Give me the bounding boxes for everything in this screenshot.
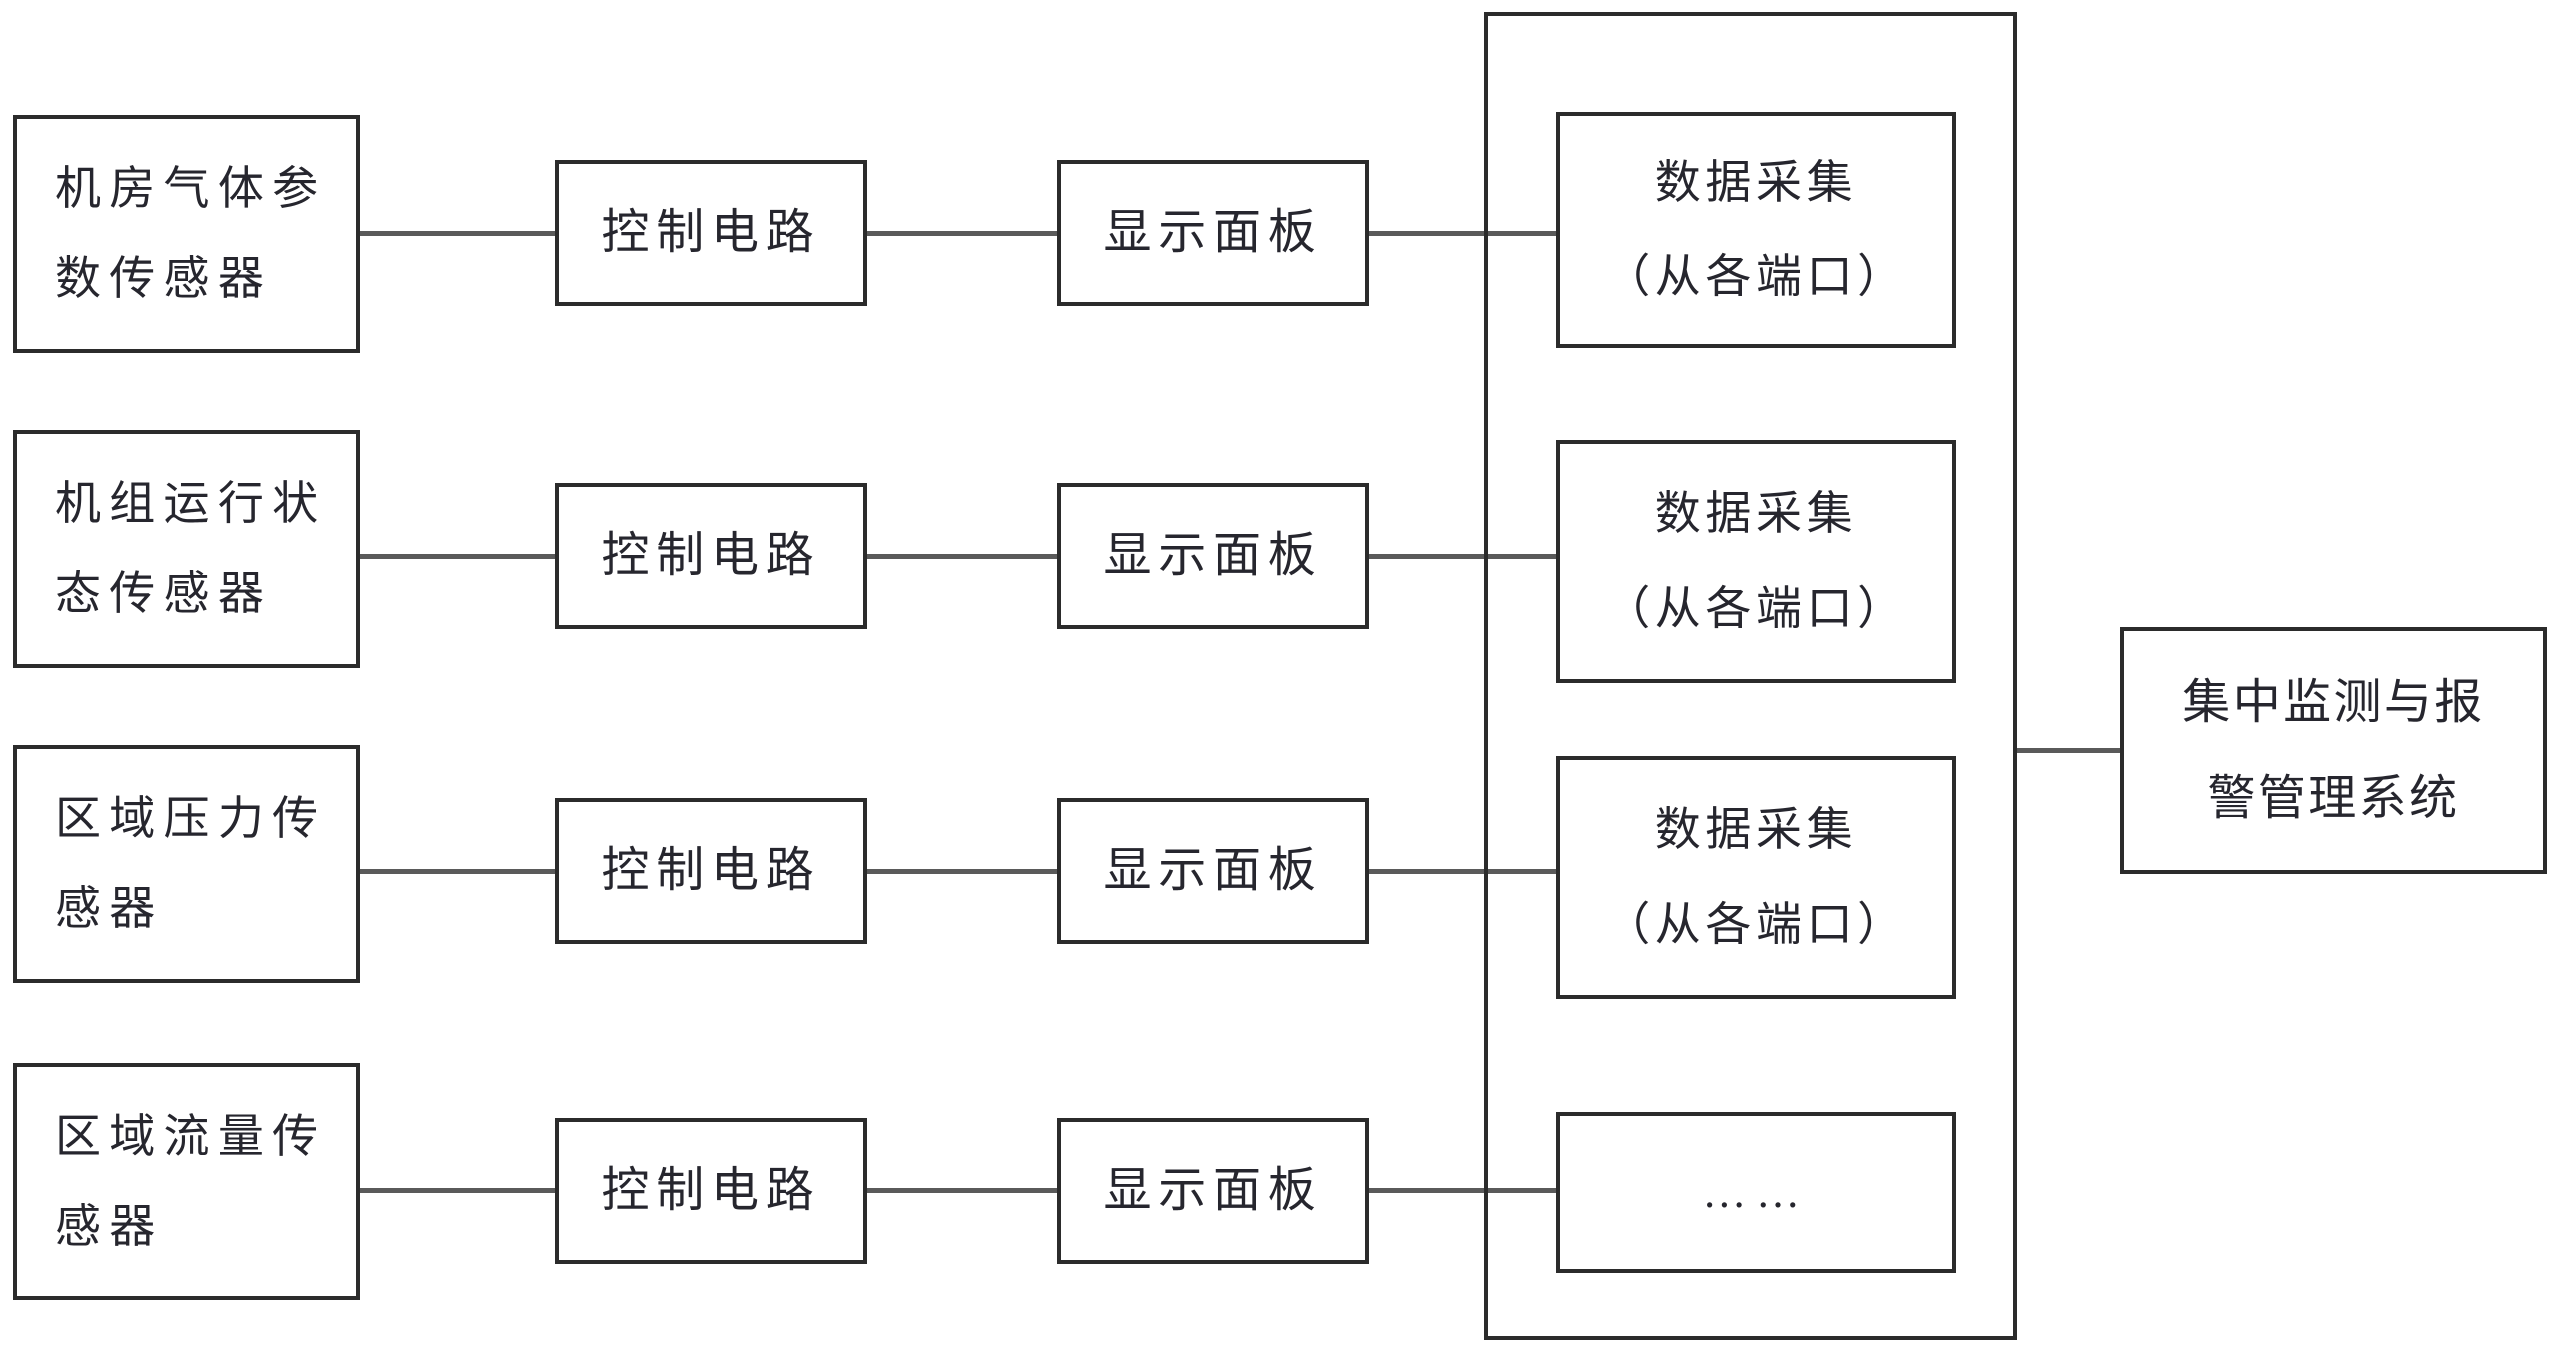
connector-row2-sensor-to-control [360, 554, 557, 559]
display-panel-box-2: 显示面板 [1057, 483, 1369, 629]
central-system-line2: 警管理系统 [2207, 771, 2460, 825]
data-collection-box-3-line2: （从各端口） [1604, 898, 1908, 950]
sensor-box-1: 机房气体参 数传感器 [13, 115, 360, 353]
display-panel-label-4: 显示面板 [1103, 1164, 1323, 1217]
data-collection-box-1-line2: （从各端口） [1604, 251, 1908, 302]
sensor-box-4-line2: 感器 [55, 1200, 164, 1252]
connector-row1-display-to-collection [1369, 231, 1559, 236]
data-collection-box-4-ellipsis: …… [1556, 1112, 1956, 1273]
display-panel-label-1: 显示面板 [1103, 206, 1323, 259]
sensor-box-1-line2: 数传感器 [55, 253, 273, 304]
connector-row1-control-to-display [867, 231, 1059, 236]
sensor-box-4: 区域流量传 感器 [13, 1063, 360, 1300]
connector-row1-sensor-to-control [360, 231, 557, 236]
control-circuit-box-2: 控制电路 [555, 483, 867, 629]
data-collection-box-1: 数据采集 （从各端口） [1556, 112, 1956, 348]
connector-row4-sensor-to-control [360, 1188, 557, 1193]
connector-row2-display-to-collection [1369, 554, 1559, 559]
sensor-box-3: 区域压力传 感器 [13, 745, 360, 983]
data-collection-container [1484, 12, 2017, 1340]
sensor-box-4-line1: 区域流量传 [55, 1110, 327, 1162]
data-collection-box-3-line1: 数据采集 [1654, 804, 1858, 856]
data-collection-box-4-ellipsis-text: …… [1702, 1167, 1810, 1217]
display-panel-box-4: 显示面板 [1057, 1118, 1369, 1264]
connector-row4-control-to-display [867, 1188, 1059, 1193]
control-circuit-label-1: 控制电路 [601, 206, 821, 259]
connector-row3-sensor-to-control [360, 869, 557, 874]
sensor-box-3-line2: 感器 [55, 883, 164, 934]
display-panel-label-3: 显示面板 [1103, 844, 1323, 897]
sensor-box-2-line2: 态传感器 [55, 568, 273, 619]
display-panel-label-2: 显示面板 [1103, 529, 1323, 582]
connector-row3-display-to-collection [1369, 869, 1559, 874]
connector-row3-control-to-display [867, 869, 1059, 874]
central-system-box: 集中监测与报 警管理系统 [2120, 627, 2547, 874]
data-collection-box-1-line1: 数据采集 [1654, 156, 1858, 208]
connector-container-to-central-system [2015, 748, 2122, 753]
sensor-box-2-line1: 机组运行状 [55, 478, 327, 530]
data-collection-box-2-line1: 数据采集 [1654, 488, 1858, 540]
display-panel-box-3: 显示面板 [1057, 798, 1369, 944]
sensor-box-1-line1: 机房气体参 [55, 163, 327, 215]
display-panel-box-1: 显示面板 [1057, 160, 1369, 306]
sensor-box-3-line1: 区域压力传 [55, 793, 327, 845]
central-system-line1: 集中监测与报 [2182, 675, 2485, 729]
control-circuit-box-3: 控制电路 [555, 798, 867, 944]
control-circuit-box-4: 控制电路 [555, 1118, 867, 1264]
data-collection-box-2-line2: （从各端口） [1604, 582, 1908, 634]
data-collection-box-3: 数据采集 （从各端口） [1556, 756, 1956, 999]
control-circuit-box-1: 控制电路 [555, 160, 867, 306]
connector-row4-display-to-collection [1369, 1188, 1559, 1193]
control-circuit-label-3: 控制电路 [601, 844, 821, 897]
control-circuit-label-2: 控制电路 [601, 529, 821, 582]
connector-row2-control-to-display [867, 554, 1059, 559]
data-collection-box-2: 数据采集 （从各端口） [1556, 440, 1956, 683]
control-circuit-label-4: 控制电路 [601, 1164, 821, 1217]
sensor-box-2: 机组运行状 态传感器 [13, 430, 360, 668]
